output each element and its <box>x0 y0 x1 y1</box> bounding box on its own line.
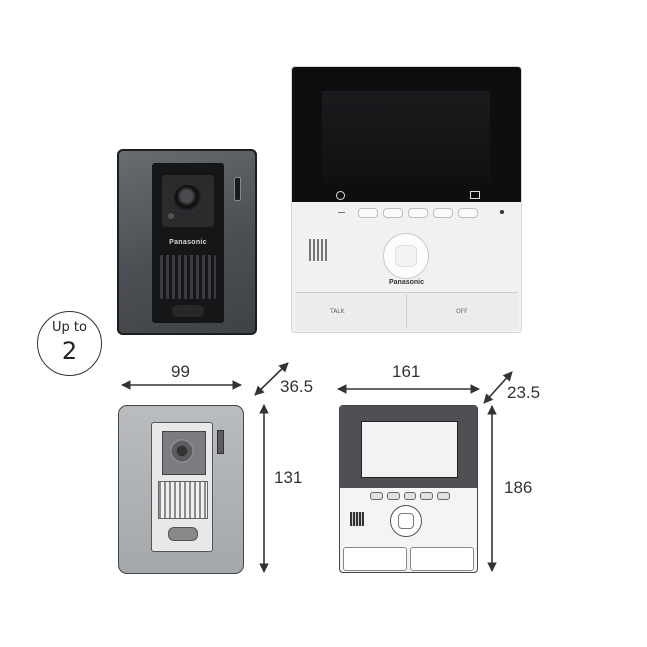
button-divider <box>406 294 407 328</box>
navigation-pad-center <box>395 245 417 267</box>
door-diagram-camera <box>162 431 206 475</box>
monitor-diagram-pad <box>390 505 422 537</box>
door-depth-arrow <box>254 362 289 396</box>
speaker-grille <box>309 239 329 261</box>
soft-key <box>383 208 403 218</box>
camera-led <box>168 213 174 219</box>
soft-key <box>420 492 434 500</box>
monitor-diagram <box>339 405 478 573</box>
camera-lens-icon <box>170 439 194 463</box>
door-diagram-faceplate <box>151 422 213 552</box>
quantity-badge: Up to 2 <box>37 311 102 376</box>
monitor-photo: Panasonic TALK OFF <box>291 66 522 333</box>
soft-key <box>433 208 453 218</box>
soft-key <box>403 492 417 500</box>
door-station-diagram <box>118 405 244 574</box>
speaker-grille <box>160 255 216 299</box>
door-diagram-slot <box>217 430 224 454</box>
name-plate-slot <box>234 177 241 201</box>
call-button-shape <box>172 305 204 317</box>
monitor-diagram-keys <box>370 492 450 500</box>
monitor-depth-label: 23.5 <box>507 383 541 402</box>
off-label: OFF <box>456 308 468 315</box>
door-height-label: 131 <box>274 468 303 487</box>
badge-line1: Up to <box>52 320 87 335</box>
soft-key <box>358 208 378 218</box>
door-station-brand: Panasonic <box>169 239 207 246</box>
navigation-pad <box>383 233 429 279</box>
monitor-height-label: 186 <box>504 478 533 497</box>
soft-key <box>370 492 383 500</box>
door-diagram-call-button <box>168 527 198 541</box>
badge-line2: 2 <box>61 337 78 365</box>
soft-key <box>437 492 450 500</box>
soft-keys <box>358 208 478 218</box>
monitor-depth-arrow <box>483 371 513 404</box>
soft-key <box>458 208 478 218</box>
indicator-dot <box>500 210 504 214</box>
monitor-diagram-off-button <box>410 547 474 571</box>
monitor-diagram-pad-center <box>398 513 414 529</box>
monitor-width-label: 161 <box>392 362 421 381</box>
door-depth-label: 36.5 <box>280 377 314 396</box>
monitor-screen <box>322 91 490 185</box>
camera-housing <box>162 175 214 227</box>
monitor-brand: Panasonic <box>388 279 424 286</box>
door-station-faceplate: Panasonic <box>152 163 224 323</box>
monitor-diagram-talk-button <box>343 547 407 571</box>
talk-label: TALK <box>330 308 345 315</box>
camera-lens-icon <box>174 185 202 213</box>
soft-key <box>386 492 400 500</box>
recording-icon <box>470 191 480 199</box>
indicator-dash <box>338 212 345 213</box>
monitor-diagram-screen <box>361 421 458 478</box>
door-diagram-grille <box>158 481 208 519</box>
door-width-label: 99 <box>171 362 190 381</box>
power-icon <box>336 191 345 200</box>
monitor-diagram-speaker <box>350 512 364 526</box>
soft-key <box>408 208 428 218</box>
door-station-photo: Panasonic <box>117 149 257 335</box>
